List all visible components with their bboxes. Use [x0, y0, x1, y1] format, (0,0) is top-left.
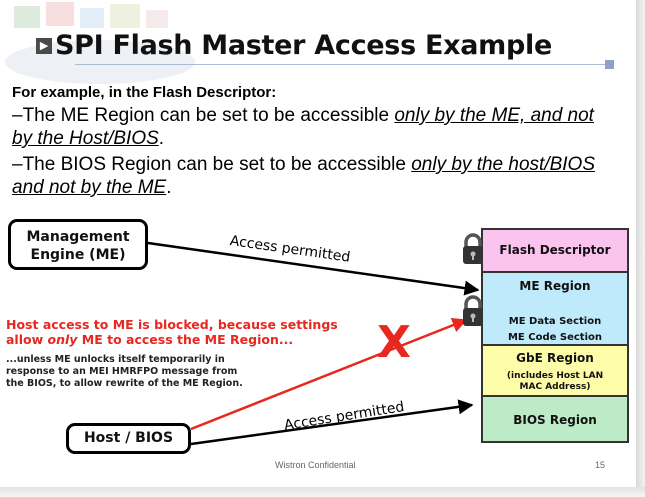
bullet-me-suffix: .: [158, 128, 165, 149]
gbe-note-line1: (includes Host LAN: [506, 371, 604, 381]
host-bios-box: Host / BIOS: [66, 423, 191, 454]
blocked-line2-prefix: allow: [6, 332, 48, 347]
title-underline: [75, 64, 613, 65]
blocked-x-mark: X: [377, 317, 411, 368]
me-box-line2: Engine (ME): [30, 247, 126, 263]
footer-confidential: Wistron Confidential: [275, 460, 356, 470]
unless-line2: response to an MEI HMRFPO message from: [6, 366, 238, 377]
page-title-text: SPI Flash Master Access Example: [55, 30, 552, 61]
arrow-me-to-descriptor: [147, 241, 480, 296]
bullet-me-emph: only by the ME, and not by the Host/BIOS: [12, 105, 594, 149]
bullet-bios-region: –The BIOS Region can be set to be access…: [12, 153, 612, 199]
bullet-bios-suffix: .: [166, 177, 172, 198]
arrow-host-to-bios: [190, 399, 474, 446]
gbe-region-title: GbE Region: [516, 351, 594, 365]
unless-line1: ...unless ME unlocks itself temporarily …: [6, 354, 225, 365]
title-decoration: [5, 2, 195, 84]
window-frame-right: [636, 0, 645, 497]
title-underline-square: [605, 60, 614, 69]
lock-icon: [463, 233, 483, 264]
bullet-me-region: –The ME Region can be set to be accessib…: [12, 104, 612, 150]
me-data-section: ME Data Section: [508, 316, 602, 327]
page-title: ▶SPI Flash Master Access Example: [36, 30, 552, 61]
unless-note: ...unless ME unlocks itself temporarily …: [6, 354, 243, 390]
bullet-me-prefix: –The ME Region can be set to be accessib…: [12, 105, 395, 126]
me-region: ME Region ME Data Section ME Code Section: [481, 271, 629, 346]
blocked-line2-emph: only: [47, 332, 78, 347]
me-box-line1: Management: [26, 229, 130, 245]
blocked-message: Host access to ME is blocked, because se…: [6, 317, 338, 347]
me-code-section: ME Code Section: [507, 332, 602, 343]
blocked-line1: Host access to ME is blocked, because se…: [6, 317, 338, 332]
window-frame-bottom: [0, 487, 645, 497]
blocked-line2-suffix: ME to access the ME Region...: [77, 332, 294, 347]
page-number: 15: [595, 460, 606, 470]
gbe-note-line2: MAC Address): [519, 382, 591, 392]
play-icon: ▶: [36, 38, 52, 54]
blocked-line2: allow only ME to access the ME Region...: [6, 332, 338, 347]
arrow-host-to-me-blocked: [190, 318, 468, 431]
bullet-bios-prefix: –The BIOS Region can be set to be access…: [12, 154, 412, 175]
lock-icon: [463, 295, 483, 326]
me-region-title: ME Region: [519, 279, 591, 293]
flash-descriptor-region: Flash Descriptor: [481, 228, 629, 273]
unless-line3: the BIOS, to allow rewrite of the ME Reg…: [6, 378, 243, 389]
bios-region: BIOS Region: [481, 395, 629, 443]
bullet-bios-emph: only by the host/BIOS and not by the ME: [12, 154, 595, 198]
intro-text: For example, in the Flash Descriptor:: [12, 84, 277, 101]
